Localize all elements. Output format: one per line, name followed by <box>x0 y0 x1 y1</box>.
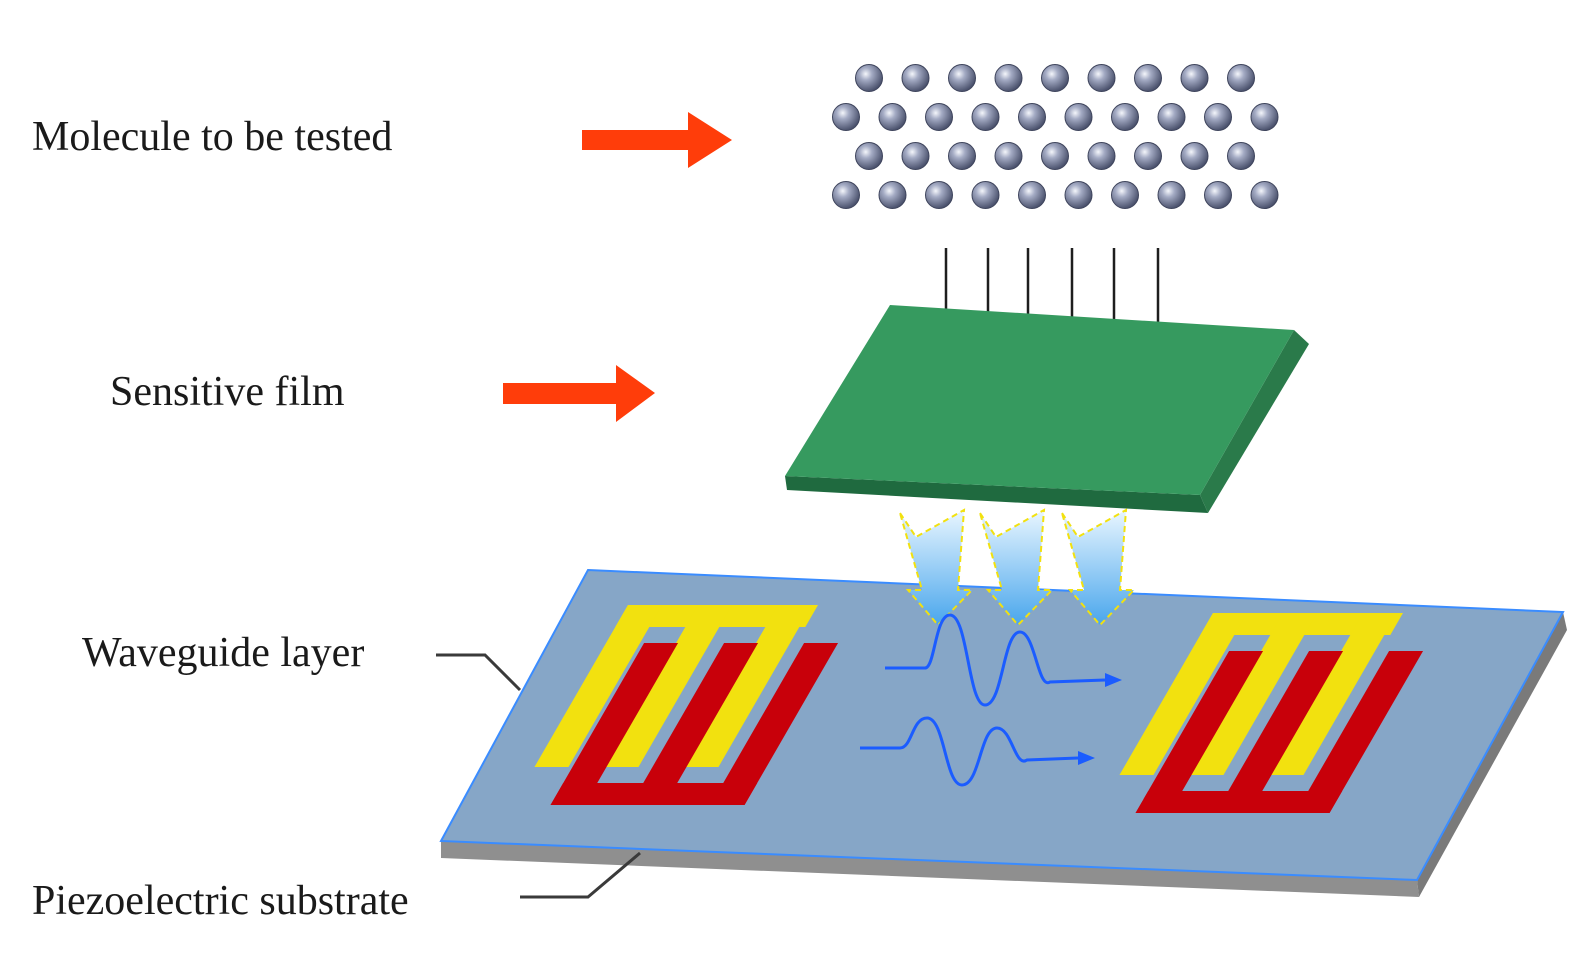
molecule <box>1064 181 1093 209</box>
molecule <box>1064 103 1093 131</box>
film-pointer-arrow <box>503 365 655 422</box>
molecule <box>1134 142 1162 170</box>
wave-upper <box>885 613 1106 707</box>
molecule <box>832 103 860 131</box>
leader-lines <box>436 653 641 899</box>
molecule <box>1227 64 1255 92</box>
idt-right-yellow-electrode <box>1119 613 1403 775</box>
molecule <box>1250 181 1279 209</box>
molecule <box>994 64 1023 92</box>
molecule <box>1041 64 1069 92</box>
surface-acoustic-waves <box>860 613 1122 787</box>
film-side <box>785 476 1208 513</box>
molecule <box>878 103 907 131</box>
molecule <box>1250 103 1279 131</box>
label-waveguide-layer: Waveguide layer <box>82 630 364 676</box>
molecule <box>1134 64 1162 92</box>
idt-right-red-electrode <box>1135 651 1424 813</box>
idt-left-red-electrode <box>550 643 839 805</box>
molecule <box>948 142 976 170</box>
molecule <box>901 142 930 170</box>
interaction-arrows <box>899 508 1137 627</box>
molecule <box>1180 142 1209 170</box>
wave-lower <box>860 716 1079 787</box>
molecule <box>1111 181 1139 209</box>
wave-lower-arrowhead <box>1078 751 1095 765</box>
label-piezoelectric-substrate: Piezoelectric substrate <box>32 878 409 924</box>
molecule <box>1204 181 1232 209</box>
molecule <box>832 181 860 209</box>
molecule <box>994 142 1023 170</box>
interaction-arrow <box>979 508 1055 627</box>
molecule <box>971 103 1000 131</box>
molecule <box>1111 103 1139 131</box>
molecule-cluster <box>832 64 1279 209</box>
molecule <box>1204 103 1232 131</box>
molecule-pointer-arrow <box>582 112 732 168</box>
molecule <box>1041 142 1069 170</box>
waveguide-leader <box>436 653 522 692</box>
sensitive-film <box>785 305 1309 513</box>
molecule <box>1157 181 1186 209</box>
molecule <box>1087 64 1116 92</box>
idt-left-yellow-electrode <box>534 605 818 767</box>
film-top <box>785 305 1294 495</box>
molecule <box>855 64 883 92</box>
molecule <box>901 64 930 92</box>
molecule <box>971 181 1000 209</box>
molecule <box>1227 142 1255 170</box>
wave-upper-arrowhead <box>1105 673 1122 687</box>
substrate-front <box>441 841 1419 897</box>
molecule <box>925 181 953 209</box>
molecule <box>1180 64 1209 92</box>
substrate-right <box>1417 612 1567 897</box>
molecule <box>1087 142 1116 170</box>
interaction-arrow <box>899 508 975 627</box>
substrate-leader <box>520 851 641 899</box>
label-molecule: Molecule to be tested <box>32 114 392 160</box>
film-right-side <box>1200 330 1309 513</box>
interaction-arrow <box>1061 508 1137 627</box>
molecule <box>925 103 953 131</box>
molecule <box>1157 103 1186 131</box>
molecule <box>948 64 976 92</box>
molecule <box>855 142 883 170</box>
molecule <box>1018 103 1046 131</box>
idt-left <box>534 605 839 805</box>
label-sensitive-film: Sensitive film <box>110 369 345 415</box>
molecule <box>878 181 907 209</box>
molecule <box>1018 181 1046 209</box>
idt-right <box>1119 613 1424 813</box>
